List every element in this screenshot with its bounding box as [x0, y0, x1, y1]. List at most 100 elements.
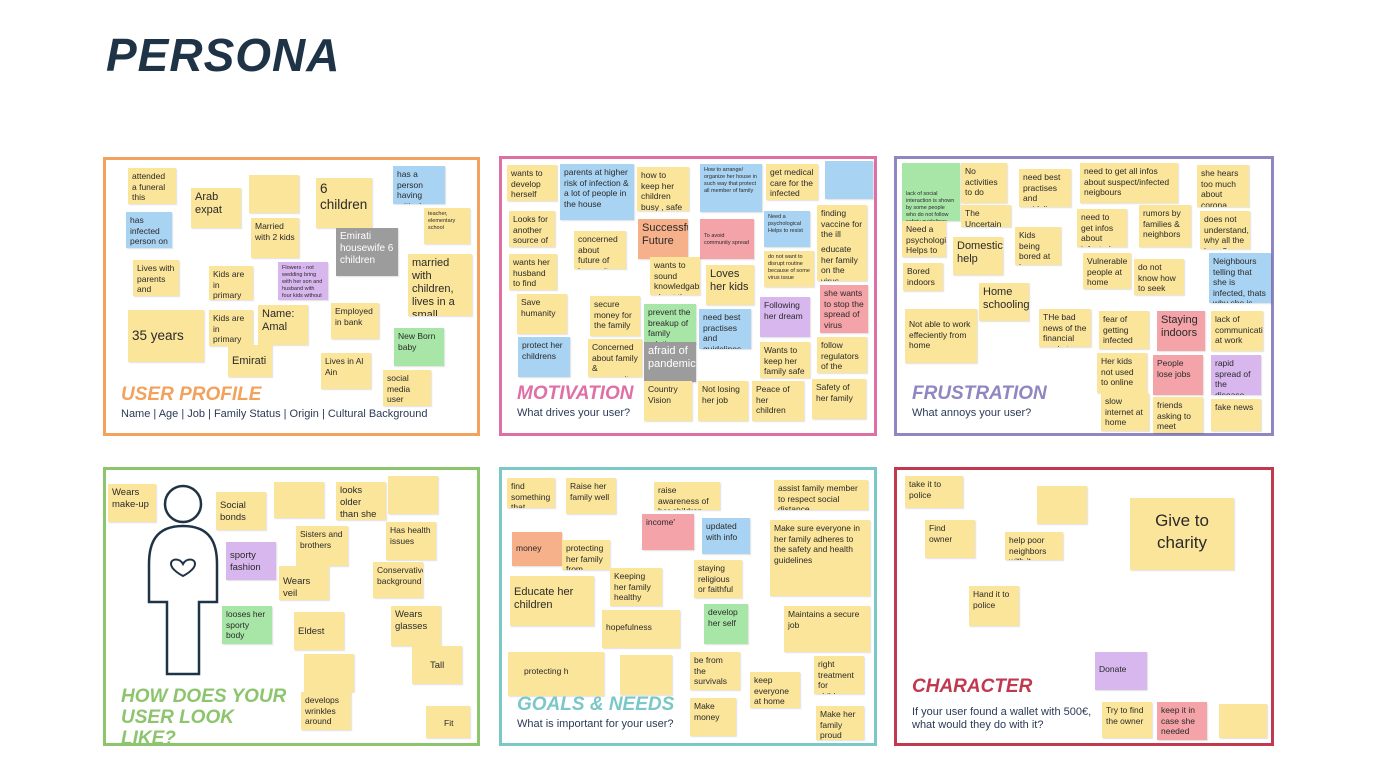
sticky-note[interactable]: People lose jobs: [1153, 355, 1203, 395]
sticky-note[interactable]: be from the survivals: [690, 652, 740, 690]
sticky-note[interactable]: she hears too much about corona virus, f…: [1197, 165, 1249, 207]
sticky-note[interactable]: wants to sound knowledgable about the pa…: [650, 257, 700, 295]
sticky-note[interactable]: afraid of pandemic: [644, 342, 696, 382]
sticky-note[interactable]: Married with 2 kids: [251, 218, 299, 258]
sticky-note[interactable]: Lives in Al Ain: [321, 353, 371, 389]
sticky-note[interactable]: Name: Amal: [258, 305, 308, 345]
sticky-note[interactable]: staying religious or faithful: [694, 560, 742, 598]
sticky-note[interactable]: rumors by families & neighbors: [1139, 205, 1191, 247]
sticky-note[interactable]: Staying indoors: [1157, 311, 1205, 351]
sticky-note[interactable]: protecting h: [508, 652, 604, 696]
sticky-note[interactable]: finding vaccine for the ill person: [817, 205, 867, 241]
sticky-note[interactable]: friends asking to meet: [1153, 397, 1203, 433]
sticky-note[interactable]: does not understand, why all the hype?: [1200, 211, 1250, 249]
sticky-note[interactable]: Raise her family well: [566, 478, 616, 514]
sticky-note[interactable]: concerned about future of humanity: [574, 231, 626, 269]
sticky-note[interactable]: protect her childrens: [518, 337, 570, 377]
sticky-note[interactable]: assist family member to respect social d…: [774, 480, 868, 510]
sticky-note[interactable]: Home schooling: [979, 283, 1029, 321]
sticky-note[interactable]: Keeping her family healthy: [610, 568, 662, 606]
sticky-note[interactable]: income': [642, 514, 694, 550]
sticky-note[interactable]: develop her self: [704, 604, 748, 644]
sticky-note[interactable]: Not losing her job: [698, 381, 748, 421]
sticky-note[interactable]: [620, 655, 672, 695]
sticky-note[interactable]: lack of communication at work: [1211, 311, 1263, 351]
sticky-note[interactable]: Fit: [426, 706, 470, 738]
sticky-note[interactable]: Try to find the owner: [1102, 702, 1152, 738]
sticky-note[interactable]: married with children, lives in a small …: [408, 254, 472, 316]
sticky-note[interactable]: has a person having critical illness: [393, 166, 445, 204]
sticky-note[interactable]: [304, 654, 354, 692]
sticky-note[interactable]: do not want to disrupt routine because o…: [764, 251, 814, 287]
sticky-note[interactable]: Arab expat: [191, 188, 241, 228]
sticky-note[interactable]: updated with info: [702, 518, 750, 554]
sticky-note[interactable]: take it to police: [905, 476, 963, 508]
sticky-note[interactable]: Emirati housewife 6 children: [336, 228, 398, 276]
sticky-note[interactable]: rapid spread of the disease: [1211, 355, 1261, 395]
sticky-note[interactable]: Donate: [1095, 652, 1147, 690]
sticky-note[interactable]: attended a funeral this weekend: [128, 168, 176, 204]
sticky-note[interactable]: 35 years: [128, 310, 204, 362]
sticky-note[interactable]: get medical care for the infected person: [766, 164, 818, 200]
sticky-note[interactable]: Need a psychological Helps to resist: [764, 211, 810, 247]
sticky-note[interactable]: has infected person on the family: [126, 212, 172, 248]
sticky-note[interactable]: Wears veil: [279, 566, 329, 600]
sticky-note[interactable]: lack of social interaction is shown by s…: [902, 163, 960, 221]
sticky-note[interactable]: teacher, elementary school: [424, 208, 470, 244]
sticky-note[interactable]: raise awareness of her children: [654, 482, 720, 510]
sticky-note[interactable]: secure money for the family: [590, 296, 640, 336]
sticky-note[interactable]: Her kids not used to online: [1097, 353, 1147, 393]
sticky-note[interactable]: [1219, 704, 1267, 738]
sticky-note[interactable]: need best practises and guidelines: [699, 309, 751, 349]
sticky-note[interactable]: Safety of her family: [812, 379, 866, 419]
sticky-note[interactable]: [388, 476, 438, 514]
sticky-note[interactable]: [249, 175, 299, 213]
sticky-note[interactable]: money: [512, 532, 562, 566]
sticky-note[interactable]: [1037, 486, 1087, 524]
sticky-note[interactable]: Domestic help: [953, 237, 1003, 275]
sticky-note[interactable]: keep everyone at home safe: [750, 672, 800, 708]
sticky-note[interactable]: Kids being bored at home: [1015, 227, 1061, 265]
sticky-note[interactable]: fear of getting infected: [1099, 311, 1149, 349]
sticky-note[interactable]: slow internet at home: [1101, 393, 1149, 431]
sticky-note[interactable]: The Uncertain Future: [961, 205, 1011, 227]
sticky-note[interactable]: develops wrinkles around eyes: [301, 692, 351, 730]
sticky-note[interactable]: No activities to do: [961, 163, 1007, 203]
sticky-note[interactable]: Save humanity: [517, 294, 567, 334]
sticky-note[interactable]: how to keep her children busy , safe and…: [637, 167, 689, 211]
sticky-note[interactable]: Tall: [412, 646, 462, 684]
sticky-note[interactable]: prevent the breakup of family relations: [644, 304, 696, 344]
sticky-note[interactable]: hopefulness: [602, 610, 680, 648]
sticky-note[interactable]: looks older than she is: [336, 482, 386, 520]
sticky-note[interactable]: Wants to keep her family safe: [760, 342, 810, 378]
sticky-note[interactable]: [274, 482, 324, 518]
sticky-note[interactable]: Eldest: [294, 612, 344, 650]
sticky-note[interactable]: Vulnerable people at home: [1083, 253, 1131, 289]
sticky-note[interactable]: sporty fashion: [226, 542, 276, 580]
sticky-note[interactable]: Flowers - not wedding bring with her son…: [278, 262, 328, 300]
sticky-note[interactable]: Looks for another source of income: [509, 211, 555, 247]
sticky-note[interactable]: Hand it to police: [969, 586, 1019, 626]
sticky-note[interactable]: Make sure everyone in her family adheres…: [770, 520, 870, 596]
sticky-note[interactable]: Sisters and brothers: [296, 526, 348, 566]
sticky-note[interactable]: fake news: [1211, 399, 1261, 431]
sticky-note[interactable]: wants to develop herself professionally: [507, 165, 557, 201]
sticky-note[interactable]: Country Vision: [644, 381, 692, 421]
sticky-note[interactable]: Bored indoors: [903, 263, 943, 291]
sticky-note[interactable]: wants her husband to find another job: [509, 254, 557, 290]
sticky-note[interactable]: educate her family on the virus: [817, 241, 867, 281]
sticky-note[interactable]: Wears glasses: [391, 606, 441, 646]
sticky-note[interactable]: Make her family proud: [816, 706, 864, 740]
sticky-note[interactable]: Make money: [690, 698, 736, 736]
sticky-note[interactable]: Employed in bank: [331, 303, 379, 339]
sticky-note[interactable]: find something that entertain her childr…: [507, 478, 555, 508]
sticky-note[interactable]: 6 children: [316, 178, 372, 228]
sticky-note[interactable]: Maintains a secure job: [784, 606, 870, 652]
sticky-note[interactable]: Need a psychological Helps to resist: [902, 221, 946, 257]
sticky-note[interactable]: parents at higher risk of infection & a …: [560, 164, 634, 220]
sticky-note[interactable]: Wears make-up: [108, 484, 156, 522]
sticky-note[interactable]: right treatment for children: [814, 656, 864, 694]
sticky-note[interactable]: How to arrange/ organize her house in su…: [700, 164, 762, 212]
sticky-note[interactable]: Kids are in primary: [209, 266, 253, 300]
sticky-note[interactable]: help poor neighbors with it: [1005, 532, 1063, 560]
